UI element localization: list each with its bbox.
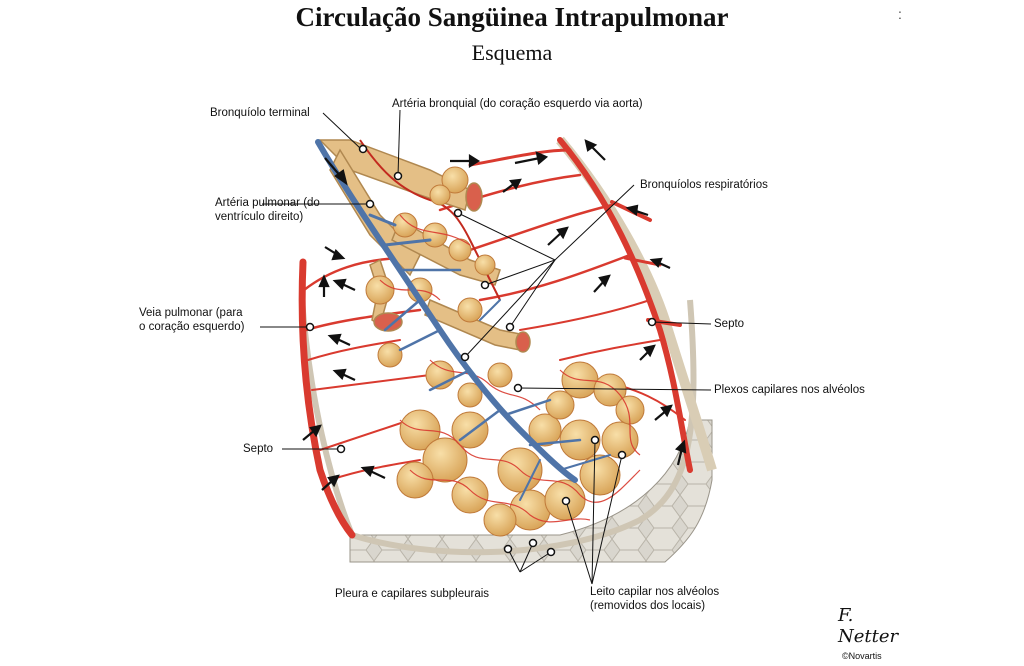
label-arteria-pulmonar-line2: ventrículo direito)	[215, 210, 303, 224]
label-leito-capilar-line1: Leito capilar nos alvéolos	[590, 585, 719, 599]
label-plexos-capilares: Plexos capilares nos alvéolos	[714, 383, 865, 397]
label-pleura: Pleura e capilares subpleurais	[335, 587, 489, 601]
label-arteria-pulmonar-line1: Artéria pulmonar (do	[215, 196, 320, 210]
label-bronquiolo-terminal: Bronquíolo terminal	[210, 106, 310, 120]
label-veia-pulmonar-line2: o coração esquerdo)	[139, 320, 244, 334]
copyright-notice: ©Novartis	[842, 651, 882, 661]
label-arteria-bronquial: Artéria bronquial (do coração esquerdo v…	[392, 97, 643, 111]
label-septo-left: Septo	[243, 442, 273, 456]
label-veia-pulmonar-line1: Veia pulmonar (para	[139, 306, 243, 320]
label-bronquiolos-respiratorios: Bronquíolos respiratórios	[640, 178, 768, 192]
label-septo-right: Septo	[714, 317, 744, 331]
artist-signature: F. Netter	[838, 605, 902, 647]
label-leito-capilar-line2: (removidos dos locais)	[590, 599, 705, 613]
